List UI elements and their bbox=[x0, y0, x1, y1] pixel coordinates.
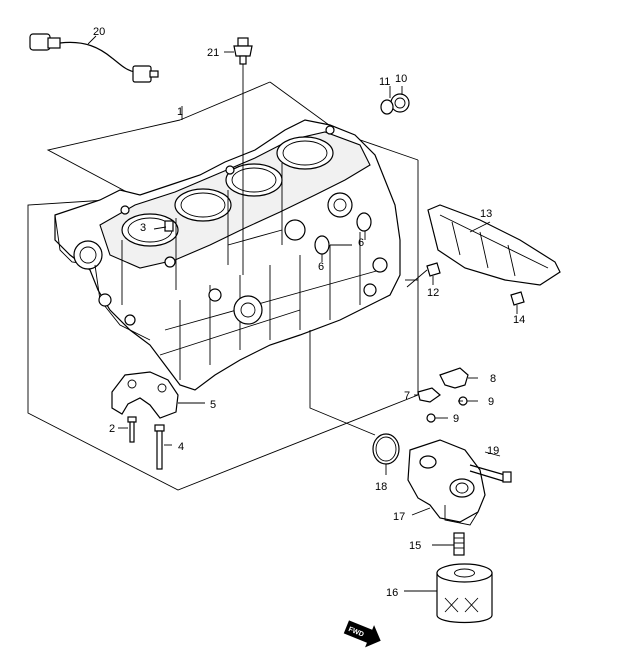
bolt-icon bbox=[432, 532, 465, 556]
callout-2: 2 bbox=[109, 423, 115, 435]
gasket-icon bbox=[314, 212, 372, 262]
callout-6b: 6 bbox=[318, 261, 324, 273]
bolt-icon bbox=[510, 291, 525, 314]
callout-14: 14 bbox=[513, 314, 525, 326]
callout-9b: 9 bbox=[453, 413, 459, 425]
callout-20: 20 bbox=[93, 26, 105, 38]
bearing-cap-5 bbox=[111, 371, 205, 419]
fwd-arrow-icon: FWD bbox=[343, 620, 381, 648]
callout-13: 13 bbox=[480, 208, 492, 220]
callout-11: 11 bbox=[379, 76, 390, 88]
baffle-plate-13 bbox=[427, 204, 561, 286]
callout-17: 17 bbox=[393, 511, 405, 523]
filter-stand-17 bbox=[407, 439, 486, 526]
callout-10: 10 bbox=[395, 73, 407, 85]
callout-1: 1 bbox=[177, 106, 183, 118]
bolt-icon bbox=[118, 416, 172, 470]
callout-19: 19 bbox=[487, 445, 499, 457]
plug-icon bbox=[426, 262, 441, 285]
leader-lines bbox=[153, 226, 463, 402]
callout-labels: 1 2 3 4 5 6 6 6 7 8 9 9 10 11 12 13 14 1… bbox=[93, 26, 525, 599]
gasket-icon bbox=[309, 330, 400, 475]
callout-18: 18 bbox=[375, 481, 387, 493]
callout-7: 7 bbox=[404, 390, 410, 402]
callout-5: 5 bbox=[210, 399, 216, 411]
callout-8: 8 bbox=[490, 373, 496, 385]
callout-16: 16 bbox=[386, 587, 398, 599]
cylinder-block-icon bbox=[54, 119, 401, 391]
plug-icon bbox=[380, 86, 410, 115]
bolt-icon bbox=[426, 396, 478, 423]
sensor-icon bbox=[224, 37, 253, 275]
oil-filter-icon bbox=[404, 563, 493, 624]
callout-15: 15 bbox=[409, 540, 421, 552]
callout-3: 3 bbox=[140, 222, 146, 234]
sensor-icon bbox=[29, 33, 159, 83]
callout-4: 4 bbox=[178, 441, 184, 453]
callout-9a: 9 bbox=[488, 396, 494, 408]
callout-6a: 6 bbox=[358, 237, 364, 249]
callout-21: 21 bbox=[207, 47, 219, 59]
callout-12: 12 bbox=[427, 287, 439, 299]
bolt-icon bbox=[469, 451, 512, 483]
bracket-7-8 bbox=[414, 367, 478, 403]
